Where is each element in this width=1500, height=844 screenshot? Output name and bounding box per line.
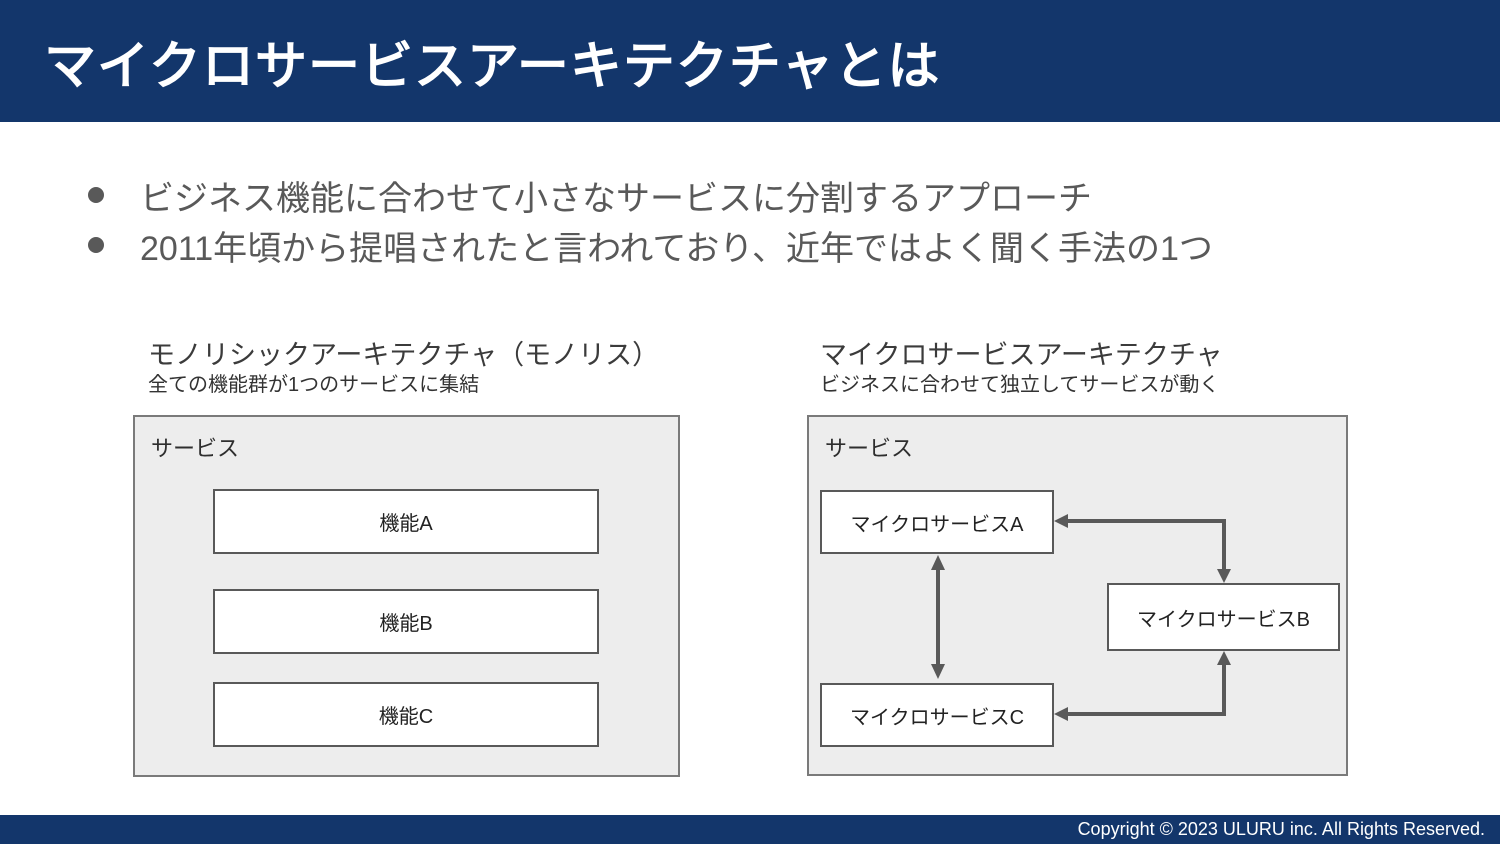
bullet-list: ビジネス機能に合わせて小さなサービスに分割するアプローチ 2011年頃から提唱さ…: [88, 170, 1213, 270]
bullet-icon: [88, 237, 104, 253]
monolith-service-container: サービス 機能A 機能B 機能C: [133, 415, 680, 777]
monolith-header: モノリシックアーキテクチャ（モノリス） 全ての機能群が1つのサービスに集結: [148, 338, 659, 398]
microservices-title: マイクロサービスアーキテクチャ: [820, 340, 1223, 370]
list-item: 2011年頃から提唱されたと言われており、近年ではよく聞く手法の1つ: [88, 220, 1213, 270]
feature-a-box: 機能A: [213, 489, 599, 554]
microservice-b-box: マイクロサービスB: [1107, 583, 1340, 651]
feature-c-box: 機能C: [213, 682, 599, 747]
microservice-a-box: マイクロサービスA: [820, 490, 1054, 554]
elbow-arrow-a-b: [1054, 514, 1231, 583]
microservices-service-container: サービス マイクロサービスA マイクロサービスB マイクロサービ: [807, 415, 1348, 776]
monolith-service-label: サービス: [151, 436, 240, 461]
microservices-header: マイクロサービスアーキテクチャ ビジネスに合わせて独立してサービスが動く: [820, 338, 1223, 398]
monolith-subtitle: 全ての機能群が1つのサービスに集結: [148, 374, 480, 396]
microservice-c-box: マイクロサービスC: [820, 683, 1054, 747]
list-item: ビジネス機能に合わせて小さなサービスに分割するアプローチ: [88, 170, 1213, 220]
microservices-service-label: サービス: [825, 436, 914, 461]
title-bar: マイクロサービスアーキテクチャとは: [0, 0, 1500, 122]
footer-bar: Copyright © 2023 ULURU inc. All Rights R…: [0, 815, 1500, 844]
feature-b-box: 機能B: [213, 589, 599, 654]
microservices-subtitle: ビジネスに合わせて独立してサービスが動く: [820, 374, 1220, 396]
elbow-arrow-c-b: [1054, 651, 1231, 721]
page-title: マイクロサービスアーキテクチャとは: [44, 37, 941, 96]
bullet-text: ビジネス機能に合わせて小さなサービスに分割するアプローチ: [140, 179, 1092, 218]
monolith-title: モノリシックアーキテクチャ（モノリス）: [148, 340, 660, 370]
copyright-text: Copyright © 2023 ULURU inc. All Rights R…: [1077, 819, 1485, 839]
bullet-text: 2011年頃から提唱されたと言われており、近年ではよく聞く手法の1つ: [140, 229, 1213, 268]
double-arrow-a-c: [931, 555, 945, 679]
bullet-icon: [88, 187, 104, 203]
